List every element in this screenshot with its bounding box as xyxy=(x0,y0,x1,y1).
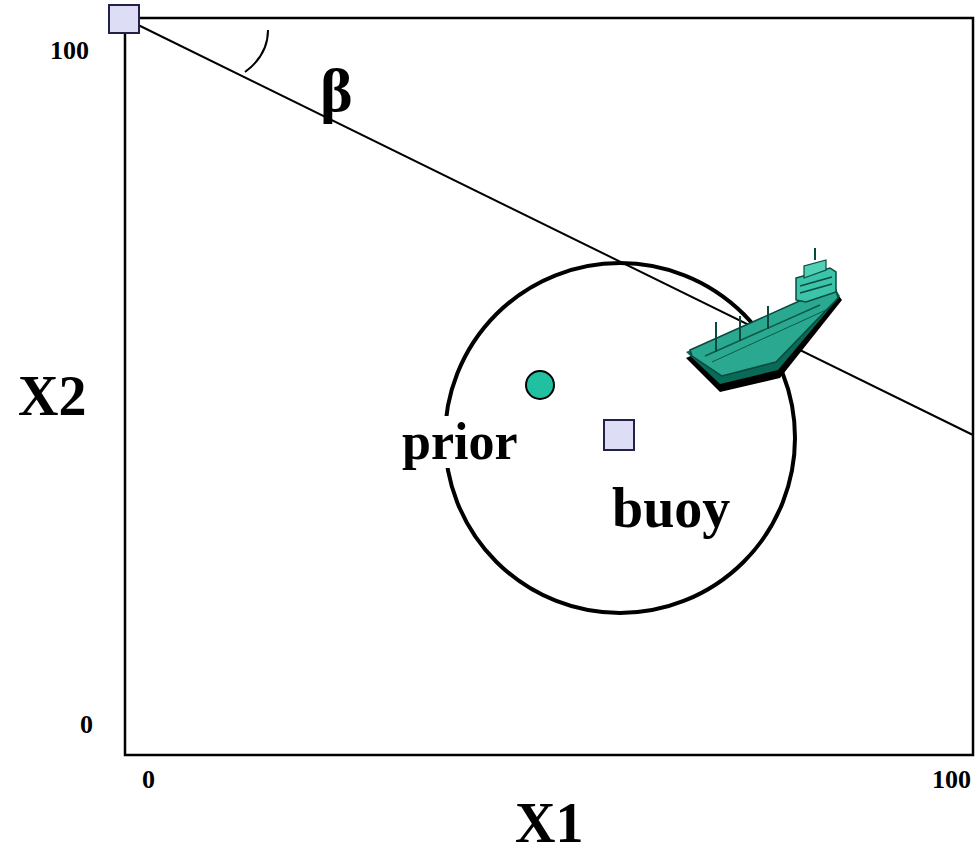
buoy-square xyxy=(604,420,634,450)
angle-label: β xyxy=(320,59,353,121)
area-frame xyxy=(125,18,973,755)
bearing-line xyxy=(128,20,973,435)
angle-arc xyxy=(245,30,268,72)
axis-tick: 100 xyxy=(932,767,971,793)
point-label: prior xyxy=(400,416,520,468)
axis-title: X1 xyxy=(515,795,583,851)
axis-tick: 100 xyxy=(50,38,89,64)
axis-title: X2 xyxy=(18,368,86,424)
prior-dot xyxy=(526,371,554,399)
axis-tick: 0 xyxy=(80,712,93,738)
station-square xyxy=(109,5,139,33)
axis-tick: 0 xyxy=(142,767,155,793)
ship-icon xyxy=(686,248,842,392)
point-label: buoy xyxy=(612,480,730,536)
